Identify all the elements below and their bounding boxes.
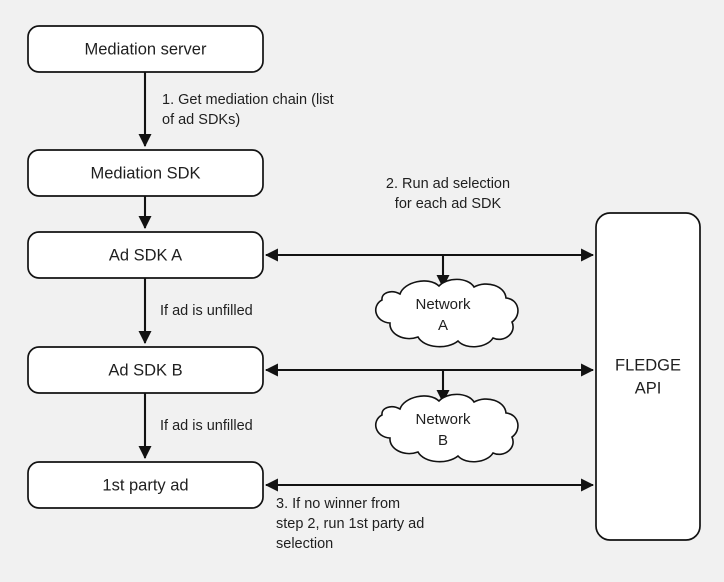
node-fledge-api-label-line2: API <box>635 379 662 397</box>
node-first-party-ad-label: 1st party ad <box>102 476 188 494</box>
cloud-network-a-label-line2: A <box>438 317 448 334</box>
cloud-network-b-label-line1: Network <box>415 411 471 428</box>
edge-label-step-2: 2. Run ad selection for each ad SDK <box>385 176 511 212</box>
node-mediation-server[interactable] <box>27 25 264 73</box>
node-ad-sdk-a-label: Ad SDK A <box>109 246 182 264</box>
edge-label-step-3: 3. If no winner from step 2, run 1st par… <box>276 496 425 552</box>
node-mediation-server-label: Mediation server <box>85 40 207 58</box>
node-fledge-api[interactable] <box>595 212 701 541</box>
node-ad-sdk-b-label: Ad SDK B <box>108 361 182 379</box>
cloud-network-b-label-line2: B <box>438 432 448 449</box>
node-first-party-ad[interactable] <box>27 461 264 509</box>
node-mediation-sdk[interactable] <box>27 149 264 197</box>
edge-label-if-ad-unfilled-b: If ad is unfilled <box>160 418 253 434</box>
cloud-network-a-shape <box>374 278 519 348</box>
edge-label-step-1: 1. Get mediation chain (list of ad SDKs) <box>162 92 334 128</box>
cloud-network-a[interactable]: Network A <box>374 278 519 348</box>
node-ad-sdk-b[interactable] <box>27 346 264 394</box>
cloud-network-b[interactable]: Network B <box>374 393 519 463</box>
cloud-network-a-label-line1: Network <box>415 296 471 313</box>
node-ad-sdk-a[interactable] <box>27 231 264 279</box>
cloud-network-b-shape <box>374 393 519 463</box>
edge-label-if-ad-unfilled-a: If ad is unfilled <box>160 303 253 319</box>
node-mediation-sdk-label: Mediation SDK <box>90 164 200 182</box>
node-fledge-api-label-line1: FLEDGE <box>615 356 681 374</box>
